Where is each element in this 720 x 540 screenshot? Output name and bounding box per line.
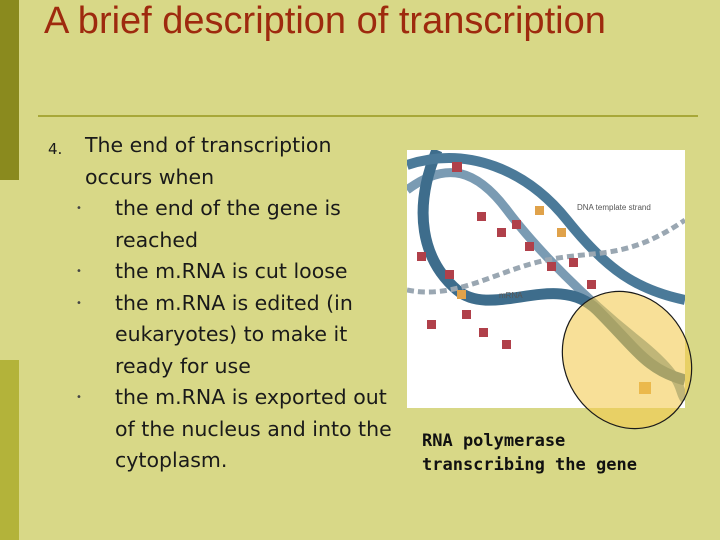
bullet-icon: • — [76, 297, 82, 309]
bullet-icon: • — [76, 203, 82, 214]
slide-body: 4. The end of transcription occurs when … — [48, 130, 398, 477]
nucleotide — [427, 320, 436, 329]
title-divider — [38, 115, 698, 117]
nucleotide — [587, 280, 596, 289]
nucleotide — [547, 262, 556, 271]
nucleotide — [639, 382, 651, 394]
sub-item-text: the m.RNA is cut loose — [115, 259, 348, 283]
item-text: The end of transcription occurs when — [85, 133, 332, 189]
nucleotide — [557, 228, 566, 237]
accent-bar-top — [0, 0, 19, 180]
nucleotides — [417, 162, 596, 349]
nucleotide — [569, 258, 578, 267]
nucleotide — [497, 228, 506, 237]
dna-strand-upper — [407, 153, 685, 305]
accent-bar-bottom — [0, 360, 19, 540]
sub-item: • the m.RNA is edited (in eukaryotes) to… — [48, 288, 398, 383]
sub-item: • the m.RNA is exported out of the nucle… — [48, 382, 398, 477]
nucleotide — [457, 290, 466, 299]
transcription-illustration: DNA template strand mRNA — [407, 150, 685, 408]
nucleotide — [479, 328, 488, 337]
sub-item-text: the m.RNA is edited (in eukaryotes) to m… — [115, 290, 353, 378]
sub-item: • the m.RNA is cut loose — [48, 256, 398, 288]
nucleotide — [512, 220, 521, 229]
nucleotide — [452, 162, 462, 172]
nucleotide — [445, 270, 454, 279]
mrna-strand — [407, 217, 685, 295]
nucleotide — [477, 212, 486, 221]
slide-title: A brief description of transcription — [44, 0, 606, 42]
bullet-icon: • — [76, 266, 82, 277]
nucleotide — [462, 310, 471, 319]
nucleotide — [502, 340, 511, 349]
list-item: 4. The end of transcription occurs when — [48, 130, 398, 193]
item-number: 4. — [48, 140, 63, 158]
label-mrna: mRNA — [499, 291, 523, 300]
dna-diagram: DNA template strand mRNA — [407, 150, 685, 403]
sub-item-text: the m.RNA is exported out of the nucleus… — [115, 385, 392, 472]
sub-item-text: the end of the gene is reached — [115, 196, 341, 252]
figure-caption: RNA polymerase transcribing the gene — [422, 431, 637, 475]
nucleotide — [417, 252, 426, 261]
label-template-strand: DNA template strand — [577, 203, 651, 212]
bullet-icon: • — [76, 392, 82, 403]
sub-item: • the end of the gene is reached — [48, 193, 398, 256]
nucleotide — [535, 206, 544, 215]
nucleotide — [525, 242, 534, 251]
